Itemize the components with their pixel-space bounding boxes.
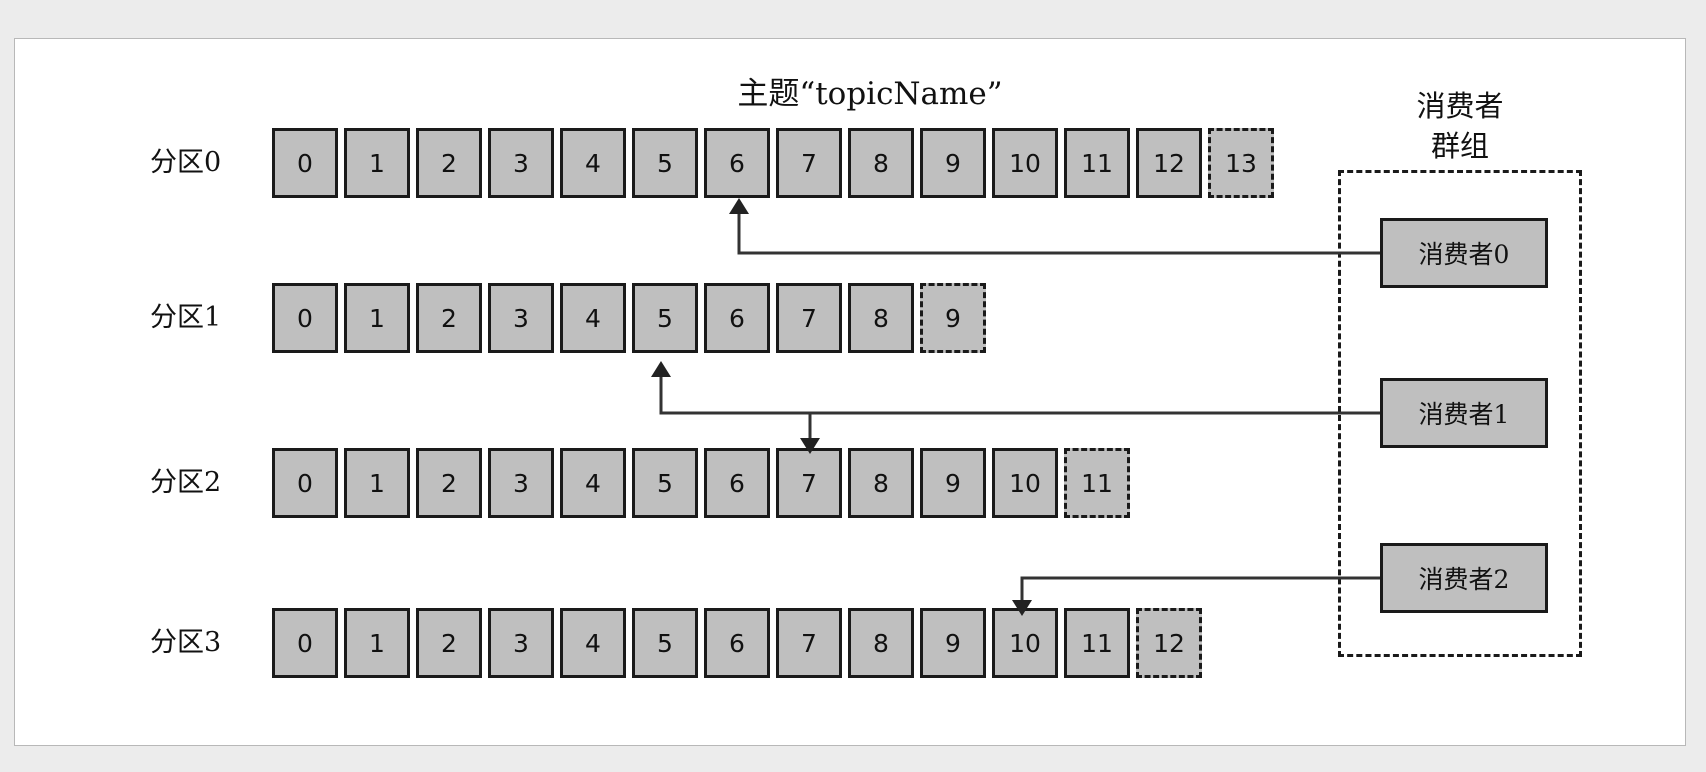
consumer-2: 消费者2 bbox=[1380, 543, 1548, 613]
offset-cell: 3 bbox=[488, 128, 554, 198]
arrow-consumer2-partition3 bbox=[1020, 576, 1380, 602]
offset-cell: 9 bbox=[920, 608, 986, 678]
offset-cell: 11 bbox=[1064, 448, 1130, 518]
arrow-consumer0-partition0 bbox=[737, 212, 1380, 255]
offset-cell: 0 bbox=[272, 448, 338, 518]
offset-cell: 8 bbox=[848, 283, 914, 353]
offset-cell: 6 bbox=[704, 448, 770, 518]
offset-cell: 7 bbox=[776, 608, 842, 678]
offset-cell: 0 bbox=[272, 608, 338, 678]
arrowhead-consumer1-b bbox=[800, 438, 820, 454]
offset-cell: 0 bbox=[272, 283, 338, 353]
partition-label-1: 分区1 bbox=[150, 302, 222, 333]
offset-cell: 5 bbox=[632, 608, 698, 678]
consumer-group-label: 消费者 群组 bbox=[1385, 86, 1535, 166]
offset-cell: 3 bbox=[488, 448, 554, 518]
offset-cell: 3 bbox=[488, 283, 554, 353]
offset-cell: 9 bbox=[920, 283, 986, 353]
consumer-group-label-line-2: 群组 bbox=[1430, 129, 1489, 163]
offset-cell: 7 bbox=[776, 283, 842, 353]
arrowhead-consumer1-a bbox=[651, 361, 671, 377]
partition-label-2: 分区2 bbox=[150, 467, 222, 498]
offset-cell: 9 bbox=[920, 448, 986, 518]
offset-cell: 9 bbox=[920, 128, 986, 198]
offset-cell: 2 bbox=[416, 608, 482, 678]
offset-cell: 4 bbox=[560, 283, 626, 353]
offset-cell: 3 bbox=[488, 608, 554, 678]
arrowhead-consumer2 bbox=[1012, 600, 1032, 616]
partition-label-3: 分区3 bbox=[150, 627, 222, 658]
offset-cell: 1 bbox=[344, 608, 410, 678]
offset-cell: 2 bbox=[416, 128, 482, 198]
offset-cell: 1 bbox=[344, 448, 410, 518]
offset-cell: 1 bbox=[344, 128, 410, 198]
offset-cell: 11 bbox=[1064, 608, 1130, 678]
offset-cell: 2 bbox=[416, 283, 482, 353]
offset-cell: 13 bbox=[1208, 128, 1274, 198]
offset-cell: 7 bbox=[776, 128, 842, 198]
offset-cell: 8 bbox=[848, 128, 914, 198]
consumer-group-label-line-1: 消费者 bbox=[1416, 89, 1504, 123]
offset-cell: 4 bbox=[560, 608, 626, 678]
offset-cell: 6 bbox=[704, 283, 770, 353]
offset-cell: 7 bbox=[776, 448, 842, 518]
offset-cell: 0 bbox=[272, 128, 338, 198]
offset-cell: 5 bbox=[632, 283, 698, 353]
offset-cell: 2 bbox=[416, 448, 482, 518]
arrow-consumer1-partition1 bbox=[659, 375, 1380, 415]
topic-title: 主题“topicName” bbox=[737, 76, 1003, 112]
offset-cell: 10 bbox=[992, 128, 1058, 198]
offset-cell: 4 bbox=[560, 128, 626, 198]
offset-cell: 6 bbox=[704, 128, 770, 198]
offset-cell: 5 bbox=[632, 128, 698, 198]
offset-cell: 5 bbox=[632, 448, 698, 518]
consumer-1: 消费者1 bbox=[1380, 378, 1548, 448]
offset-cell: 10 bbox=[992, 608, 1058, 678]
offset-cell: 8 bbox=[848, 608, 914, 678]
offset-cell: 6 bbox=[704, 608, 770, 678]
offset-cell: 10 bbox=[992, 448, 1058, 518]
offset-cell: 12 bbox=[1136, 608, 1202, 678]
offset-cell: 12 bbox=[1136, 128, 1202, 198]
offset-cell: 11 bbox=[1064, 128, 1130, 198]
offset-cell: 8 bbox=[848, 448, 914, 518]
offset-cell: 4 bbox=[560, 448, 626, 518]
offset-cell: 1 bbox=[344, 283, 410, 353]
consumer-0: 消费者0 bbox=[1380, 218, 1548, 288]
arrowhead-consumer0 bbox=[729, 198, 749, 214]
partition-label-0: 分区0 bbox=[150, 147, 222, 178]
